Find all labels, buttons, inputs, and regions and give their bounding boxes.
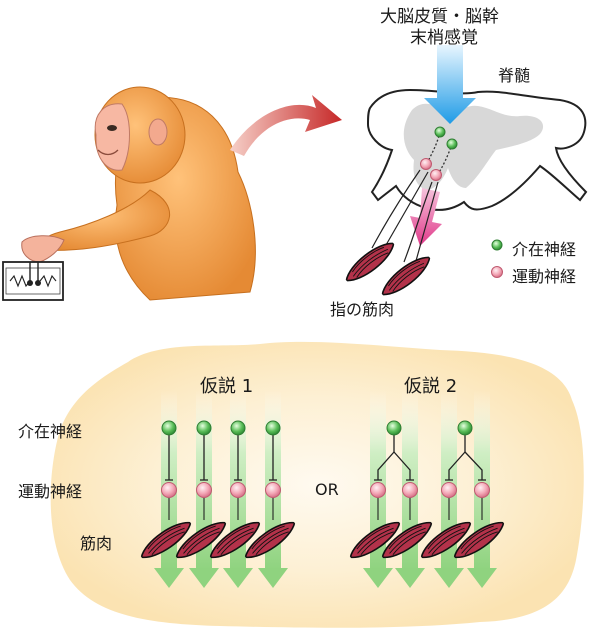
sensory-label: 末梢感覚 [410, 23, 478, 48]
interneuron [162, 421, 176, 435]
motoneuron [403, 483, 418, 498]
interneuron [266, 421, 280, 435]
or-label: OR [315, 480, 339, 499]
grip-device [3, 262, 63, 300]
motoneuron [162, 483, 177, 498]
motoneuron [231, 483, 246, 498]
interneuron [231, 421, 245, 435]
spinal-cord-section [368, 90, 586, 210]
motoneuron [442, 483, 457, 498]
spinal-cord-label: 脊髄 [498, 62, 530, 86]
curved-arrow [230, 95, 342, 156]
row-label-muscle: 筋肉 [80, 530, 112, 554]
row-label-motoneuron: 運動神経 [18, 478, 82, 502]
interneuron [458, 421, 472, 435]
interneuron-dot [435, 127, 445, 137]
motoneuron [371, 483, 386, 498]
hypothesis2-title: 仮説 2 [404, 372, 457, 398]
motoneuron [475, 483, 490, 498]
row-label-interneuron: 介在神経 [18, 418, 82, 442]
motoneuron-dot [431, 170, 442, 181]
hypothesis1-title: 仮説 1 [200, 372, 253, 398]
legend-interneuron-dot [492, 240, 502, 250]
interneuron-dot [447, 139, 457, 149]
legend-motoneuron-label: 運動神経 [512, 263, 576, 287]
motoneuron-dot [421, 159, 432, 170]
legend-interneuron-label: 介在神経 [512, 236, 576, 260]
motoneuron [197, 483, 212, 498]
legend-motoneuron-dot [492, 267, 503, 278]
finger-muscle-label: 指の筋肉 [330, 296, 394, 320]
motoneuron [266, 483, 281, 498]
interneuron [197, 421, 211, 435]
interneuron [387, 421, 401, 435]
